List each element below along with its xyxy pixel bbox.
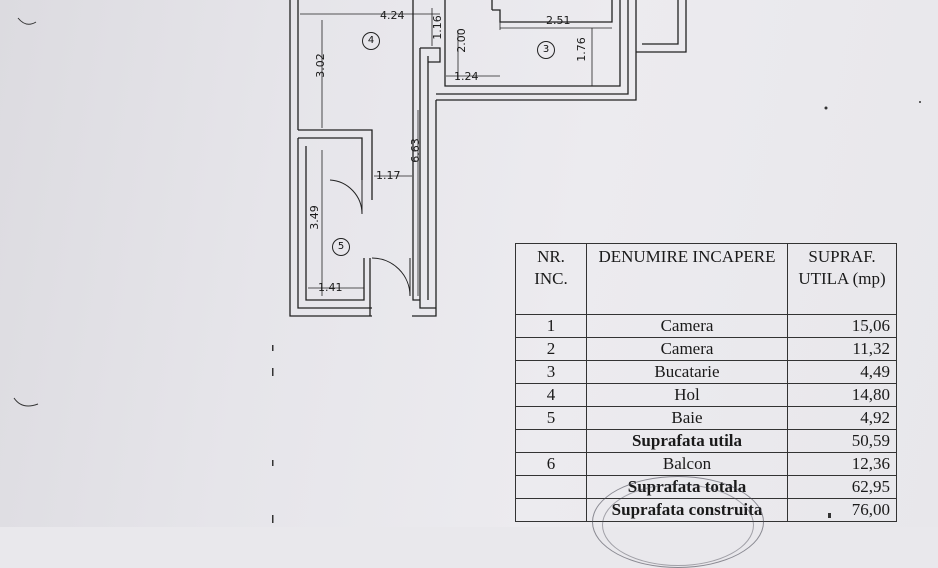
door-swing xyxy=(371,257,411,297)
stamp-seal-inner xyxy=(602,484,754,566)
cell-area: 11,32 xyxy=(787,337,897,361)
dim-line xyxy=(499,22,612,30)
wall xyxy=(636,0,687,53)
cell-name: Camera xyxy=(586,314,788,338)
cell-nr: 1 xyxy=(515,314,587,338)
wall xyxy=(305,146,365,301)
cell-area: 12,36 xyxy=(787,452,897,476)
room-number-3: 3 xyxy=(537,41,555,59)
table-row: 1 Camera 15,06 xyxy=(515,314,897,338)
dim-label: 1.24 xyxy=(454,70,479,83)
cell-name: Bucatarie xyxy=(586,360,788,384)
dim-label: 1.41 xyxy=(318,281,343,294)
cell-area: 4,92 xyxy=(787,406,897,430)
wall xyxy=(298,129,373,200)
dim-label: 3.02 xyxy=(313,53,327,78)
dim-label: 1.16 xyxy=(430,15,444,40)
cell-name: Balcon xyxy=(586,452,788,476)
cell-nr: 5 xyxy=(515,406,587,430)
wall xyxy=(444,0,621,87)
cell-nr xyxy=(515,429,587,453)
table-header-row: NR. INC. DENUMIRE INCAPERE SUPRAF. UTILA… xyxy=(515,243,897,315)
table-row: 2 Camera 11,32 xyxy=(515,337,897,361)
wall xyxy=(419,48,436,309)
table-row-subtotal: Suprafata utila 50,59 xyxy=(515,429,897,453)
cell-area: 76,00 xyxy=(787,498,897,522)
wall xyxy=(297,138,372,309)
dim-label: 6.63 xyxy=(408,138,422,163)
header-area: SUPRAF. UTILA (mp) xyxy=(787,243,897,315)
wall xyxy=(412,100,437,317)
wall xyxy=(436,0,629,95)
cell-area: 50,59 xyxy=(787,429,897,453)
room-number-5: 5 xyxy=(332,238,350,256)
cell-nr xyxy=(515,498,587,522)
wall xyxy=(642,0,679,45)
wall xyxy=(436,0,637,101)
cell-nr: 3 xyxy=(515,360,587,384)
cell-nr xyxy=(515,475,587,499)
dim-label: 1.76 xyxy=(574,37,588,62)
door-swing xyxy=(329,179,363,215)
cell-name: Suprafata utila xyxy=(586,429,788,453)
floor-plan xyxy=(13,0,921,523)
dim-label: 1.17 xyxy=(376,169,401,182)
table-row: 6 Balcon 12,36 xyxy=(515,452,897,476)
area-table: NR. INC. DENUMIRE INCAPERE SUPRAF. UTILA… xyxy=(515,243,897,522)
dim-label: 2.51 xyxy=(546,14,571,27)
wall xyxy=(420,47,441,63)
cell-name: Camera xyxy=(586,337,788,361)
table-row: 4 Hol 14,80 xyxy=(515,383,897,407)
dim-label: 3.49 xyxy=(307,205,321,230)
cell-name: Baie xyxy=(586,406,788,430)
table-row: 5 Baie 4,92 xyxy=(515,406,897,430)
wall xyxy=(298,137,363,180)
cell-area: 62,95 xyxy=(787,475,897,499)
room-number-4: 4 xyxy=(362,32,380,50)
header-nr: NR. INC. xyxy=(515,243,587,315)
dim-label: 2.00 xyxy=(454,28,468,53)
wall xyxy=(289,0,372,317)
cell-nr: 2 xyxy=(515,337,587,361)
cell-nr: 6 xyxy=(515,452,587,476)
header-name: DENUMIRE INCAPERE xyxy=(586,243,788,315)
wall xyxy=(412,0,420,301)
cell-name: Hol xyxy=(586,383,788,407)
table-row: 3 Bucatarie 4,49 xyxy=(515,360,897,384)
cell-area: 14,80 xyxy=(787,383,897,407)
cell-nr: 4 xyxy=(515,383,587,407)
dim-label: 4.24 xyxy=(380,9,405,22)
cell-area: 15,06 xyxy=(787,314,897,338)
cell-area: 4,49 xyxy=(787,360,897,384)
